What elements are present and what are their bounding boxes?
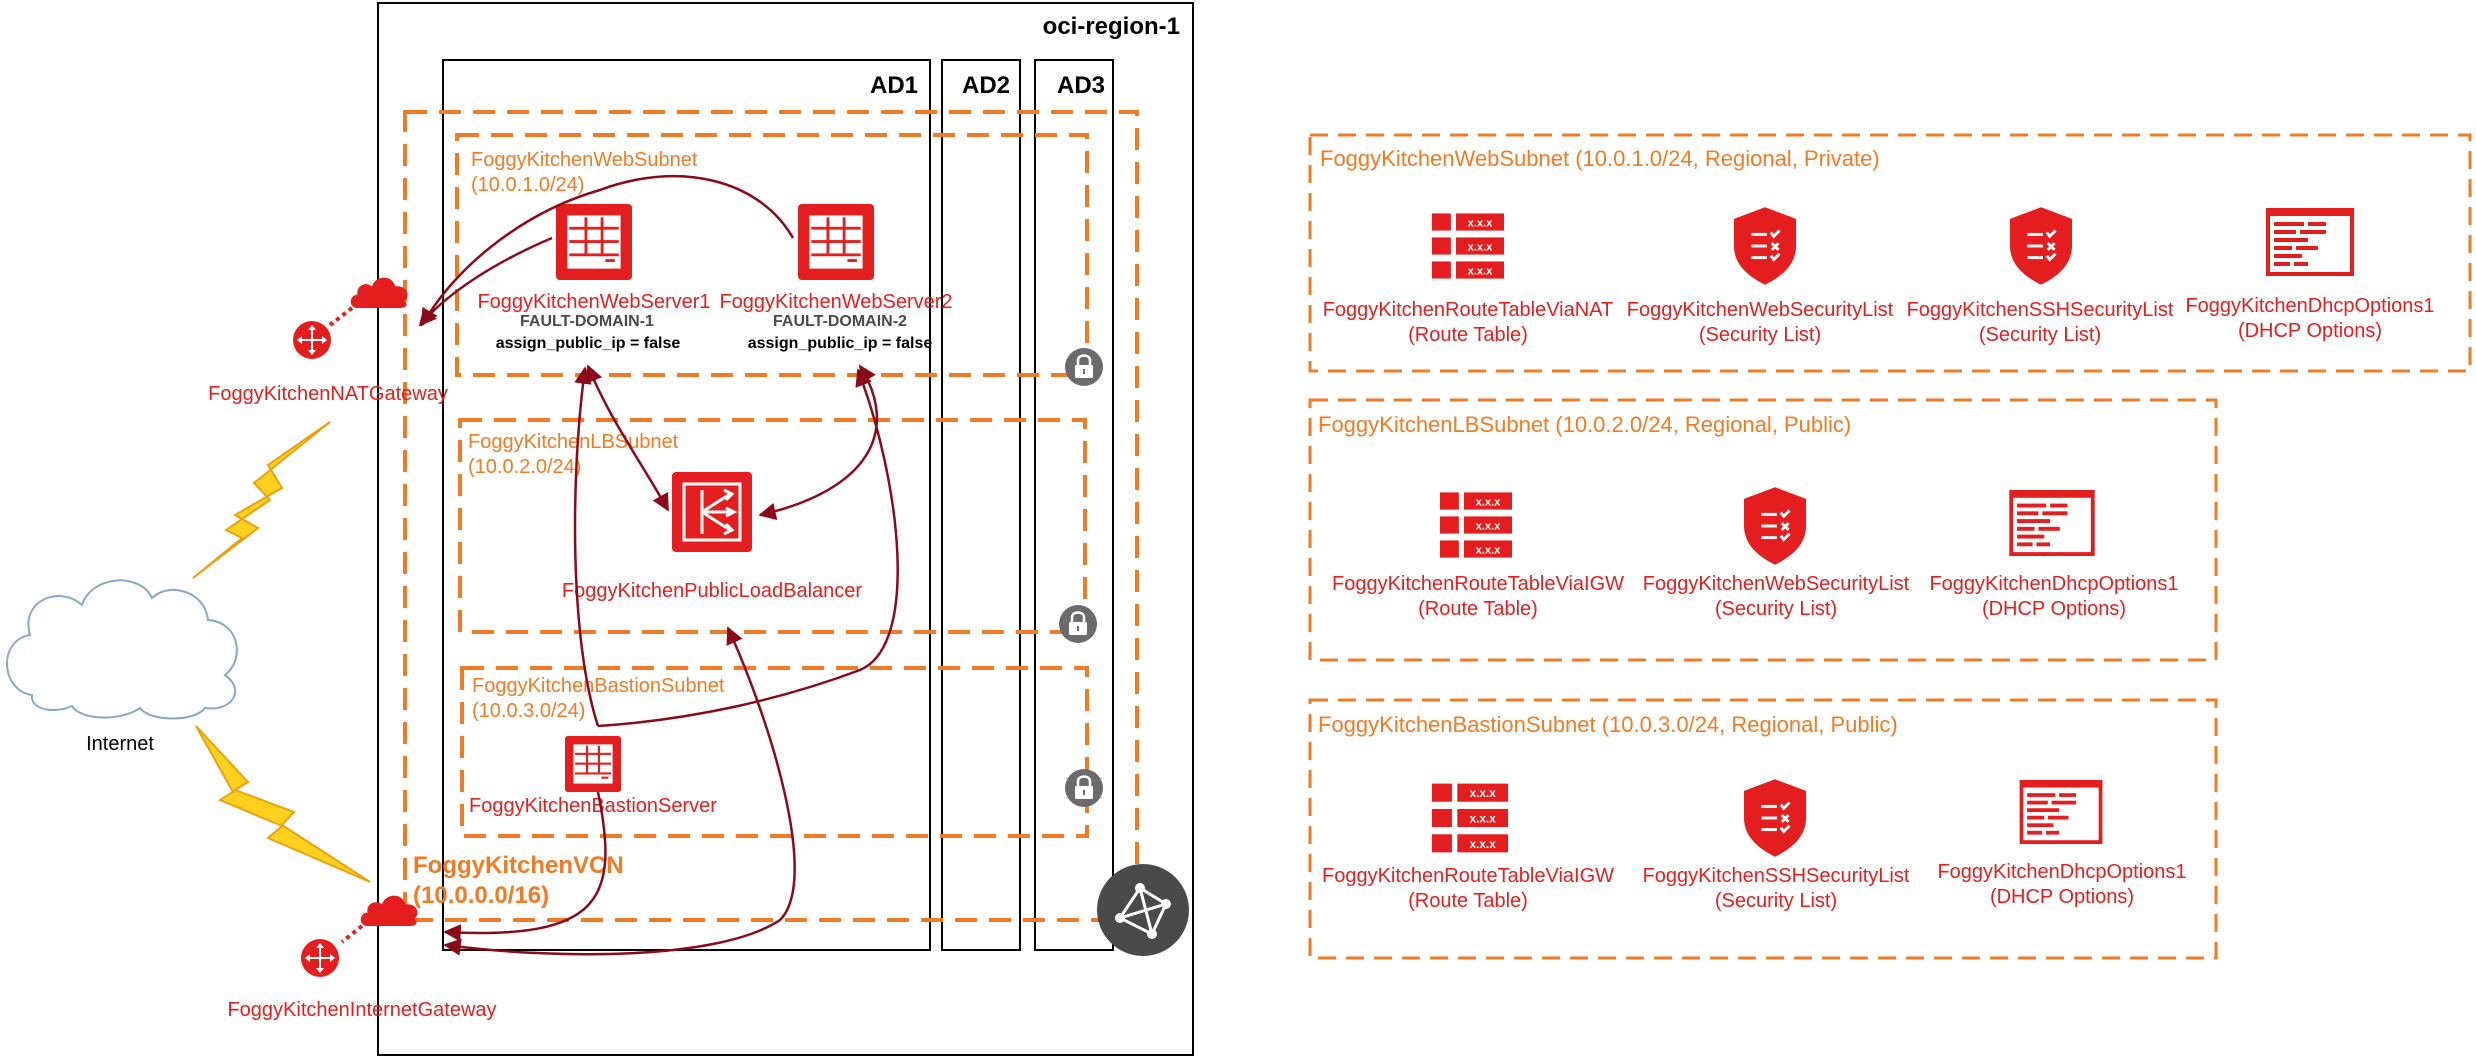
ad1-label: AD1 (870, 72, 918, 99)
webserver1-public-ip: assign_public_ip = false (496, 335, 681, 352)
web-dhcp-options-type: (DHCP Options) (2238, 320, 2382, 342)
bastion-route-table-name: FoggyKitchenRouteTableViaIGW (1322, 865, 1614, 887)
lightning-bolt-icon (195, 725, 371, 883)
region-title: oci-region-1 (1043, 13, 1180, 40)
vcn-box (403, 110, 1139, 922)
web-subnet-cidr: (10.0.1.0/24) (471, 174, 584, 196)
dhcp-options-icon (2019, 780, 2103, 844)
connection-arrows (418, 174, 899, 956)
ad3-box (1034, 59, 1114, 951)
internet-gateway-label: FoggyKitchenInternetGateway (227, 999, 496, 1021)
load-balancer-name: FoggyKitchenPublicLoadBalancer (562, 580, 863, 602)
lb-route-table-type: (Route Table) (1418, 598, 1538, 620)
web-subnet-panel (1308, 133, 2472, 373)
lb-subnet-lock-icon (1058, 604, 1098, 644)
lb-dhcp-options-type: (DHCP Options) (1982, 598, 2126, 620)
vcn-network-icon (1097, 864, 1189, 956)
nat-gateway-cloud-icon (350, 277, 408, 308)
lb-subnet-panel (1308, 398, 2218, 662)
nat-gateway-router-icon (292, 320, 332, 360)
internet-label: Internet (86, 733, 154, 755)
internet-gateway-cloud-icon (360, 895, 418, 926)
internet-cloud-icon (6, 579, 238, 720)
bastion-security-list-name: FoggyKitchenSSHSecurityList (1643, 865, 1910, 887)
web-route-table-type: (Route Table) (1408, 324, 1528, 346)
bastion-subnet-name: FoggyKitchenBastionSubnet (472, 675, 725, 697)
webserver1-fault-domain: FAULT-DOMAIN-1 (520, 313, 654, 330)
web-subnet-box (455, 133, 1089, 377)
dhcp-options-icon (2266, 208, 2354, 276)
route-table-icon (1440, 492, 1512, 558)
load-balancer-icon (672, 472, 752, 552)
webserver2-icon (798, 204, 874, 280)
route-table-icon (1432, 213, 1504, 279)
region-box (377, 2, 1194, 1056)
ad2-box (941, 59, 1021, 951)
security-list-shield-icon (1744, 778, 1806, 858)
bastion-subnet-cidr: (10.0.3.0/24) (472, 700, 585, 722)
ssh-security-list-type: (Security List) (1979, 324, 2101, 346)
security-list-shield-icon (1734, 206, 1796, 286)
bastion-subnet-lock-icon (1064, 768, 1104, 808)
ad3-label: AD3 (1057, 72, 1105, 99)
lb-subnet-name: FoggyKitchenLBSubnet (468, 431, 679, 453)
lb-security-list-name: FoggyKitchenWebSecurityList (1643, 573, 1910, 595)
webserver2-name: FoggyKitchenWebServer2 (719, 291, 952, 313)
web-route-table-name: FoggyKitchenRouteTableViaNAT (1323, 299, 1614, 321)
bastion-subnet-panel-title: FoggyKitchenBastionSubnet (10.0.3.0/24, … (1318, 712, 1898, 737)
dhcp-options-icon (2009, 490, 2095, 556)
security-list-shield-icon (1744, 486, 1806, 566)
bastion-route-table-type: (Route Table) (1408, 890, 1528, 912)
internet-gateway-router-icon (300, 938, 340, 978)
webserver2-fault-domain: FAULT-DOMAIN-2 (773, 313, 907, 330)
bastion-server-icon (565, 736, 621, 792)
webserver1-icon (556, 204, 632, 280)
web-security-list-type: (Security List) (1699, 324, 1821, 346)
vcn-cidr: (10.0.0.0/16) (413, 882, 549, 909)
bastion-subnet-panel (1308, 698, 2218, 960)
lb-subnet-cidr: (10.0.2.0/24) (468, 456, 581, 478)
lb-dhcp-options-name: FoggyKitchenDhcpOptions1 (1929, 573, 2178, 595)
route-table-icon (1432, 783, 1508, 853)
lightning-bolt-icon (192, 421, 331, 579)
nat-gateway-label: FoggyKitchenNATGateway (208, 383, 448, 405)
web-dhcp-options-name: FoggyKitchenDhcpOptions1 (2185, 295, 2434, 317)
bastion-server-name: FoggyKitchenBastionServer (469, 795, 717, 817)
ssh-security-list-name: FoggyKitchenSSHSecurityList (1907, 299, 2174, 321)
web-subnet-panel-title: FoggyKitchenWebSubnet (10.0.1.0/24, Regi… (1320, 146, 1880, 171)
web-security-list-name: FoggyKitchenWebSecurityList (1627, 299, 1894, 321)
webserver1-name: FoggyKitchenWebServer1 (477, 291, 710, 313)
ad2-label: AD2 (962, 72, 1010, 99)
bastion-dhcp-options-type: (DHCP Options) (1990, 886, 2134, 908)
bastion-dhcp-options-name: FoggyKitchenDhcpOptions1 (1937, 861, 2186, 883)
lb-security-list-type: (Security List) (1715, 598, 1837, 620)
web-subnet-name: FoggyKitchenWebSubnet (471, 149, 698, 171)
webserver2-public-ip: assign_public_ip = false (748, 335, 933, 352)
lb-subnet-panel-title: FoggyKitchenLBSubnet (10.0.2.0/24, Regio… (1318, 412, 1851, 437)
web-subnet-lock-icon (1064, 347, 1104, 387)
lb-route-table-name: FoggyKitchenRouteTableViaIGW (1332, 573, 1624, 595)
security-list-shield-icon (2010, 206, 2072, 286)
bastion-security-list-type: (Security List) (1715, 890, 1837, 912)
vcn-name: FoggyKitchenVCN (413, 852, 624, 879)
